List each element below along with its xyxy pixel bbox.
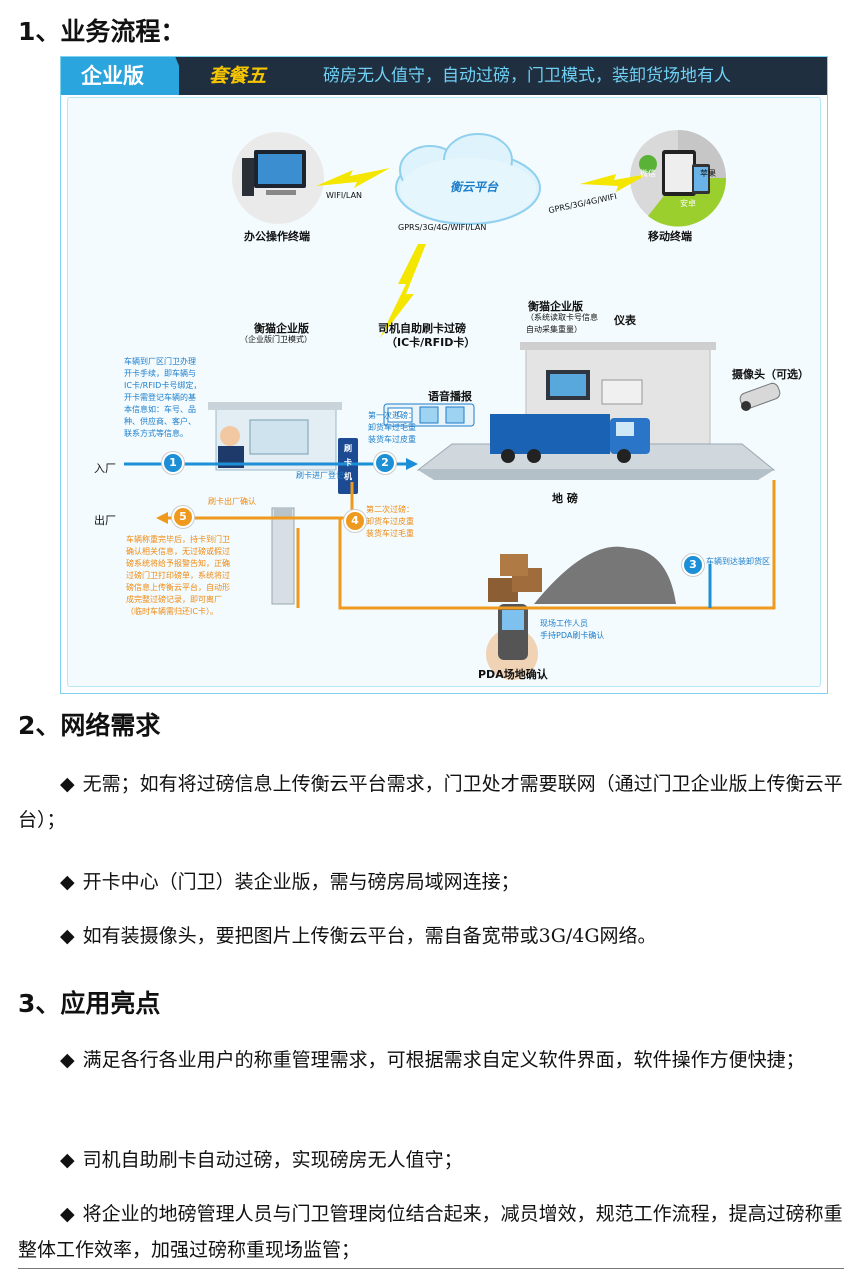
highlight-item-1: ◆满足各行各业用户的称重管理需求，可根据需求自定义软件界面，软件操作方便快捷； [60,1049,805,1071]
step-4-badge: 4 [344,510,366,532]
card-reader-subtitle: （IC卡/RFID卡） [386,336,476,349]
voice-broadcast-label: 语音播报 [428,390,472,403]
diagram-illustration [124,130,781,680]
exit-label: 出厂 [94,514,116,527]
link-office-label: WIFI/LAN [326,191,363,200]
section-title-highlights: 3、应用亮点 [18,989,161,1018]
page-bottom-rule [18,1268,844,1269]
android-label: 安卓 [680,199,696,208]
swipe-in-label: 刷卡进厂登记 [296,471,344,480]
step-2-badge: 2 [374,452,396,474]
truck-scale-icon [416,414,776,480]
wechat-label: 微信 [640,169,656,178]
diagram-canvas: 衡云平台 办公操作终端 移动终端 WIFI/LAN GPRS/3G/4G/WIF… [67,97,821,687]
mobile-terminal-label: 移动终端 [648,230,692,243]
package-tab: 套餐五 [179,57,289,95]
computer-icon [232,132,324,224]
highlight-item-2: ◆司机自助刷卡自动过磅，实现磅房无人值守； [60,1149,463,1171]
card-reader-icon [383,403,475,427]
pda-note: 现场工作人员手持PDA刷卡确认 [540,619,605,640]
second-weigh-note: 第二次过磅：卸货车过皮重装货车过毛重 [366,505,414,538]
gate-pole-icon [271,507,295,605]
diamond-bullet-icon: ◆ [60,1049,75,1071]
diagram-banner: 企业版 套餐五 磅房无人值守，自动过磅，门卫模式，装卸货场地有人 [61,57,827,95]
weighroom-title: 衡猫企业版 [528,300,583,313]
card-ic-label: IC [394,410,402,419]
camera-icon [739,382,781,411]
scale-label: 地 磅 [552,492,578,505]
diamond-bullet-icon: ◆ [60,925,75,947]
arrive-area-label: 车辆到达装卸货区 [706,557,770,566]
card-reader-title: 司机自助刷卡过磅 [378,322,466,335]
highlight-item-3: ◆将企业的地磅管理人员与门卫管理岗位结合起来，减员增效，规范工作流程，提高过磅称… [18,1203,843,1261]
entry-label: 入厂 [94,462,116,475]
meter-label: 仪表 [614,314,636,327]
step-3-badge: 3 [682,554,704,576]
exit-note: 车辆称重完毕后，持卡到门卫确认相关信息，无过磅或假过磅系统将给予报警告知，正确过… [126,535,230,616]
network-item-1: ◆无需；如有将过磅信息上传衡云平台需求，门卫处才需要联网（通过门卫企业版上传衡云… [18,773,843,831]
edition-tab: 企业版 [61,57,191,95]
weighroom-subtitle: （系统读取卡号信息自动采集重量） [526,313,598,334]
step-5-badge: 5 [172,506,194,528]
diamond-bullet-icon: ◆ [60,1203,75,1225]
diamond-bullet-icon: ◆ [60,871,75,893]
swipe-out-label: 刷卡出厂确认 [208,497,256,506]
diamond-bullet-icon: ◆ [60,1149,75,1171]
guard-house-icon [208,402,358,494]
diamond-bullet-icon: ◆ [60,773,75,795]
pda-label: PDA场地确认 [478,668,548,681]
office-terminal-label: 办公操作终端 [244,230,310,243]
banner-slogan: 磅房无人值守，自动过磅，门卫模式，装卸货场地有人 [323,66,731,86]
section-title-process: 1、业务流程： [18,17,186,46]
section-title-network: 2、网络需求 [18,711,161,740]
network-item-3: ◆如有装摄像头，要把图片上传衡云平台，需自备宽带或3G/4G网络。 [60,925,657,947]
step-1-badge: 1 [162,452,184,474]
mobile-devices-icon [630,130,727,227]
network-item-2: ◆开卡中心（门卫）装企业版，需与磅房局域网连接； [60,871,520,893]
business-flow-diagram: 企业版 套餐五 磅房无人值守，自动过磅，门卫模式，装卸货场地有人 [60,56,828,694]
guard-edition-subtitle: （企业版门卫模式） [240,335,312,344]
camera-label: 摄像头（可选） [732,368,809,381]
link-down-label: GPRS/3G/4G/WIFI/LAN [398,223,487,232]
pda-icon [486,604,538,680]
apple-label: 苹果 [700,169,716,178]
swipe-machine-label: 刷卡机 [344,444,352,481]
first-weigh-note: 第一次过磅：卸货车过毛重装货车过皮重 [368,411,416,444]
cloud-platform-label: 衡云平台 [450,180,499,194]
cargo-area-icon [488,546,676,604]
cloud-icon [395,133,541,225]
guard-edition-title: 衡猫企业版 [254,322,309,335]
